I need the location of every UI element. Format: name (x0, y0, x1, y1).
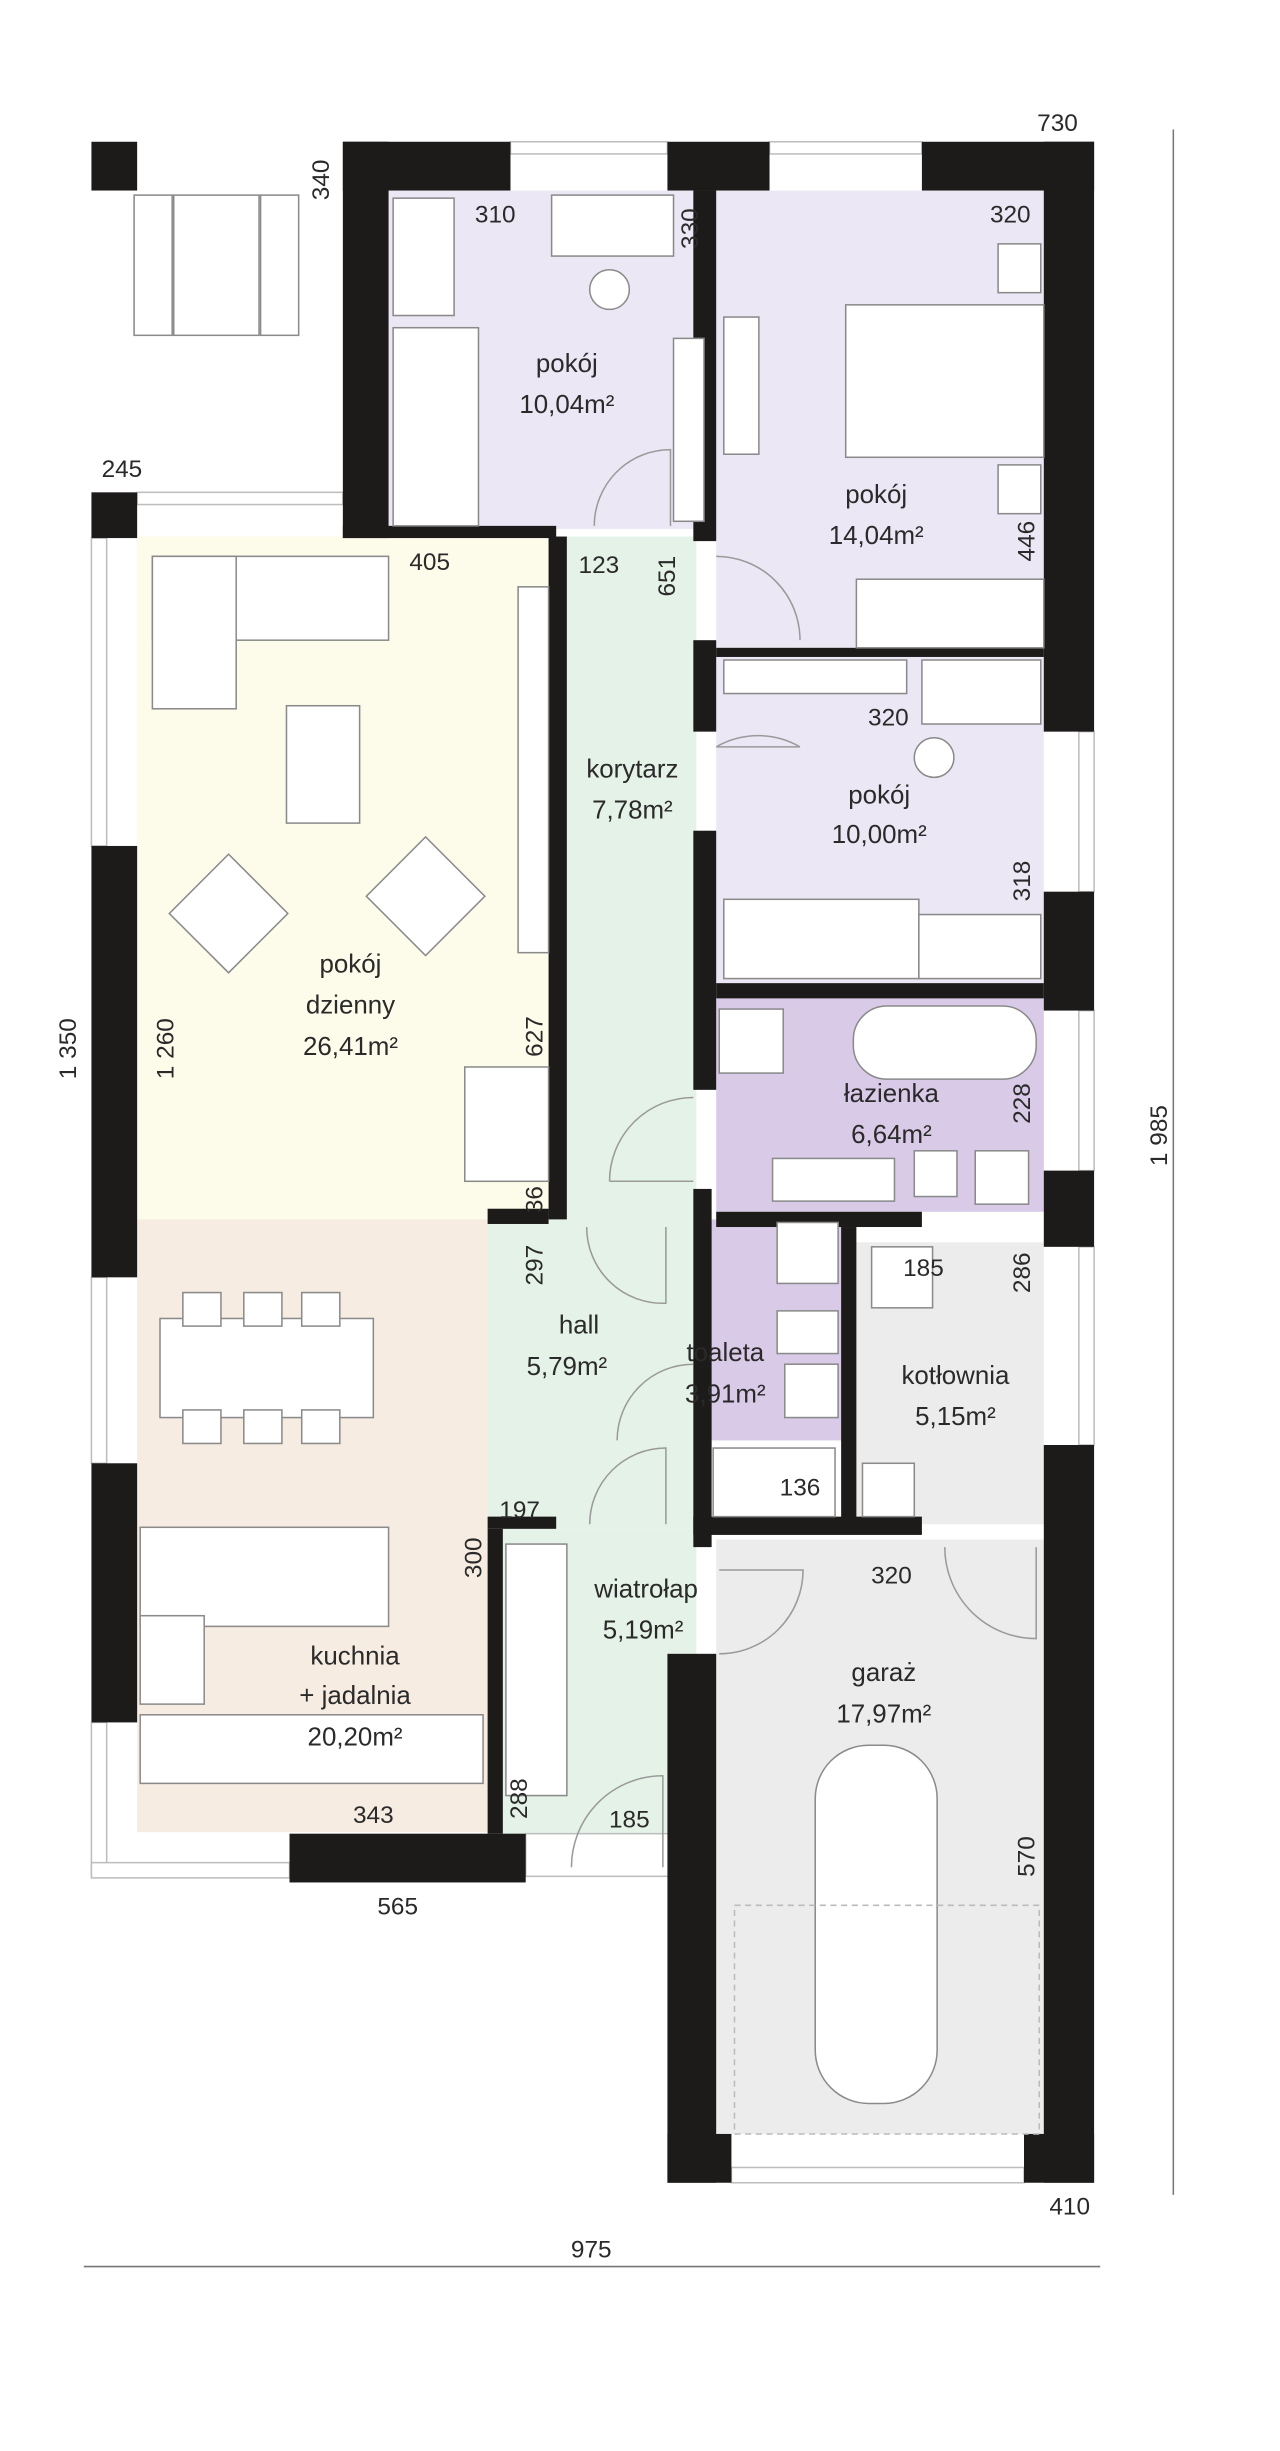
dimension-label: 320 (990, 202, 1031, 229)
room-name: dzienny (306, 992, 395, 1020)
dimension-label: 343 (353, 1802, 394, 1829)
dimension-label: 627 (521, 1016, 548, 1057)
dimension-label: 1 260 (153, 1018, 180, 1079)
dimension-label: 245 (102, 456, 143, 483)
dimension-label: 320 (871, 1563, 912, 1590)
dimension-label: 975 (571, 2236, 612, 2263)
dimension-label: 185 (609, 1807, 650, 1834)
dimension-label: 570 (1014, 1836, 1041, 1877)
dimension-label: 410 (1049, 2194, 1090, 2221)
dimension-label: 36 (521, 1186, 548, 1213)
room-area: 17,97m² (836, 1700, 931, 1728)
room-corridor-fill (566, 536, 697, 1220)
room-area: 7,78m² (592, 797, 673, 825)
dimension-label: 565 (377, 1893, 418, 1920)
dimension-labels: 730 340 310 330 320 245 405 123 651 446 … (55, 110, 1173, 2263)
room-area: 26,41m² (303, 1033, 398, 1061)
dimension-label: 318 (1009, 861, 1036, 902)
dimension-label: 286 (1009, 1252, 1036, 1293)
dimension-label: 446 (1014, 521, 1041, 562)
dimension-label: 297 (521, 1245, 548, 1286)
dimension-label: 1 350 (55, 1018, 82, 1079)
room-name: korytarz (586, 755, 678, 783)
room-name: toaleta (686, 1339, 764, 1367)
room-name: hall (559, 1312, 599, 1340)
dimension-label: 405 (409, 549, 450, 576)
walls (91, 141, 1095, 2183)
dimension-label: 123 (579, 552, 620, 579)
room-area: 6,64m² (851, 1121, 932, 1149)
room-name: łazienka (844, 1080, 940, 1108)
dimension-label: 651 (654, 556, 681, 597)
room-name: kuchnia (310, 1642, 400, 1670)
room-name: + jadalnia (299, 1682, 411, 1710)
dimension-label: 185 (903, 1255, 944, 1282)
room-hall-fill (487, 1219, 697, 1529)
room-name: garaż (851, 1659, 916, 1687)
room-area: 5,15m² (915, 1403, 996, 1431)
room-name: pokój (845, 481, 907, 509)
dimension-label: 340 (308, 160, 335, 201)
dimension-label: 136 (780, 1474, 821, 1501)
dimension-label: 330 (677, 208, 704, 249)
room-labels: pokój 10,04m² pokój 14,04m² pokój 10,00m… (299, 350, 1010, 1751)
dimension-label: 310 (475, 202, 516, 229)
furniture (133, 194, 1045, 2135)
dimension-label: 288 (506, 1778, 533, 1819)
room-area: 14,04m² (829, 522, 924, 550)
dimension-label: 197 (499, 1497, 540, 1524)
room-area: 10,00m² (832, 821, 927, 849)
dimension-label: 730 (1037, 110, 1078, 137)
room-area: 10,04m² (519, 391, 614, 419)
dimension-label: 300 (461, 1537, 488, 1578)
room-area: 3,91m² (685, 1380, 766, 1408)
dimension-label: 228 (1009, 1083, 1036, 1124)
room-name: pokój (536, 350, 598, 378)
room-name: kotłownia (901, 1362, 1010, 1390)
dimension-label: 320 (868, 705, 909, 732)
room-area: 20,20m² (308, 1723, 403, 1751)
room-name: pokój (320, 950, 382, 978)
room-name: pokój (848, 781, 910, 809)
dimension-label: 1 985 (1146, 1105, 1173, 1166)
room-name: wiatrołap (593, 1575, 698, 1603)
room-area: 5,19m² (603, 1617, 684, 1645)
doors (570, 448, 1037, 1868)
room-area: 5,79m² (527, 1353, 608, 1381)
